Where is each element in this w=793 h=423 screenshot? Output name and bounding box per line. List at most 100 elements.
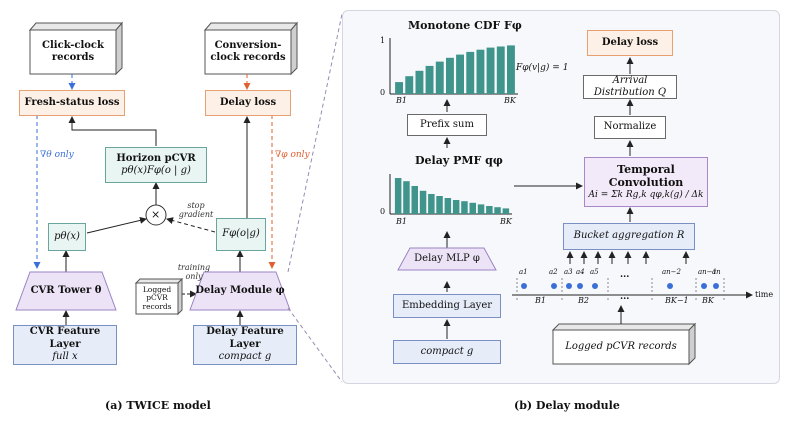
chart-bar <box>411 186 418 214</box>
chart-bar <box>446 57 454 94</box>
caption-a: (a) TWICE model <box>105 399 211 412</box>
delay-mlp-shape <box>397 247 497 271</box>
grad-theta-label: ∇θ only <box>40 150 74 160</box>
chart-bar <box>452 200 460 214</box>
cdf-bars <box>395 45 515 94</box>
chart-bar <box>461 201 468 214</box>
fresh-status-loss-box: Fresh-status loss <box>19 90 125 116</box>
normalize-box: Normalize <box>594 116 666 139</box>
training-only-label: training only <box>177 263 211 281</box>
timeline <box>512 278 753 300</box>
event-label: an <box>712 268 721 276</box>
chart-bar <box>394 178 402 214</box>
pmf-bars <box>394 178 510 214</box>
chart-bar <box>456 54 464 94</box>
chart-bar <box>428 194 435 214</box>
chart-bar <box>435 61 444 94</box>
event-label: a1 <box>519 268 528 276</box>
timeline-ellipsis-bottom: ... <box>620 292 630 302</box>
bucket-label: B2 <box>578 296 589 305</box>
bucket-label: BK−1 <box>665 296 689 305</box>
timeline-dots <box>521 283 719 289</box>
chart-bar <box>507 45 515 94</box>
chart-bar <box>415 70 424 94</box>
chart-bar <box>496 46 505 94</box>
delay-mlp-label: Delay MLP φ <box>414 252 480 264</box>
bucket-label: BK <box>702 296 714 305</box>
event-dot <box>701 283 707 289</box>
temporal-convolution-box: Temporal Convolution Ai = Σk Rg,k qφ,k(g… <box>584 157 708 207</box>
embedding-layer-box: Embedding Layer <box>393 294 501 318</box>
monotone-cdf-title: Monotone CDF Fφ <box>408 19 522 32</box>
stop-gradient-label: stop gradient <box>178 201 214 219</box>
event-label: a2 <box>549 268 558 276</box>
cdf-y-bottom: 0 <box>380 88 386 97</box>
bucket-label: B1 <box>535 296 546 305</box>
chart-bar <box>466 51 475 94</box>
delay-pmf-title: Delay PMF qφ <box>415 154 503 167</box>
event-dot <box>592 283 598 289</box>
logged-records-small-box <box>134 277 184 316</box>
chart-bar <box>419 190 427 214</box>
multiply-node <box>145 204 167 226</box>
pmf-y-bottom: 0 <box>380 207 386 216</box>
delay-module-label: Delay Module φ <box>195 284 285 296</box>
timeline-to-bucket-arrows <box>566 251 690 264</box>
event-dot <box>577 283 583 289</box>
arrival-distribution-box: Arrival Distribution Q <box>583 75 677 99</box>
grad-phi-label: ∇φ only <box>275 150 310 160</box>
prefix-sum-box: Prefix sum <box>407 114 487 136</box>
chart-bar <box>405 76 414 94</box>
event-label: a3 <box>564 268 573 276</box>
cdf-y-top: 1 <box>380 36 386 45</box>
horizon-pcvr-box: Horizon pCVR pθ(x)Fφ(o | g) <box>105 147 207 183</box>
timeline-ellipsis-top: ... <box>620 270 630 280</box>
event-label: an−2 <box>662 268 682 276</box>
event-dot <box>667 283 673 289</box>
time-label: time <box>755 290 774 299</box>
p-theta-box: pθ(x) <box>48 223 86 251</box>
chart-bar <box>469 202 476 214</box>
f-phi-box: Fφ(o|g) <box>216 218 266 251</box>
chart-bar <box>486 47 495 94</box>
delay-feature-layer-box: Delay Feature Layer compact g <box>193 325 297 365</box>
cdf-x-first: B1 <box>396 96 407 105</box>
event-dot <box>521 283 527 289</box>
logged-pcvr-records-label: Logged pCVR records <box>565 340 677 352</box>
chart-bar <box>486 206 493 214</box>
chart-bar <box>425 65 434 94</box>
chart-bar <box>494 207 501 214</box>
cvr-tower-label: CVR Tower θ <box>30 284 102 296</box>
event-label: an−1 <box>698 268 718 276</box>
chart-bar <box>436 196 443 214</box>
chart-bar <box>477 204 485 214</box>
cdf-equation: Fφ(v|g) = 1 <box>516 63 569 73</box>
caption-b: (b) Delay module <box>514 399 620 412</box>
chart-bar <box>395 82 403 94</box>
click-clock-records-box <box>28 21 124 76</box>
event-label: a5 <box>590 268 599 276</box>
cvr-tower-shape <box>15 271 117 311</box>
conversion-clock-records-box <box>203 21 299 76</box>
event-dot <box>566 283 572 289</box>
event-label: a4 <box>576 268 585 276</box>
chart-bar <box>502 208 510 214</box>
logged-records-small-label: Logged pCVR records <box>142 285 172 311</box>
click-clock-records-label: Click-clock records <box>42 39 104 64</box>
event-dot <box>551 283 557 289</box>
pmf-x-first: B1 <box>396 217 407 226</box>
event-dot <box>713 283 719 289</box>
compact-g-box: compact g <box>393 340 501 364</box>
chart-bar <box>403 181 410 214</box>
chart-bar <box>444 198 452 214</box>
bucket-aggregation-box: Bucket aggregation R <box>563 223 695 250</box>
delay-loss-box: Delay loss <box>205 90 291 116</box>
cdf-x-last: BK <box>504 96 516 105</box>
pmf-x-last: BK <box>500 217 512 226</box>
multiply-symbol: × <box>151 208 161 221</box>
conversion-clock-records-label: Conversion-clock records <box>210 39 286 64</box>
cvr-feature-layer-box: CVR Feature Layer full x <box>13 325 117 365</box>
chart-bar <box>476 49 485 94</box>
